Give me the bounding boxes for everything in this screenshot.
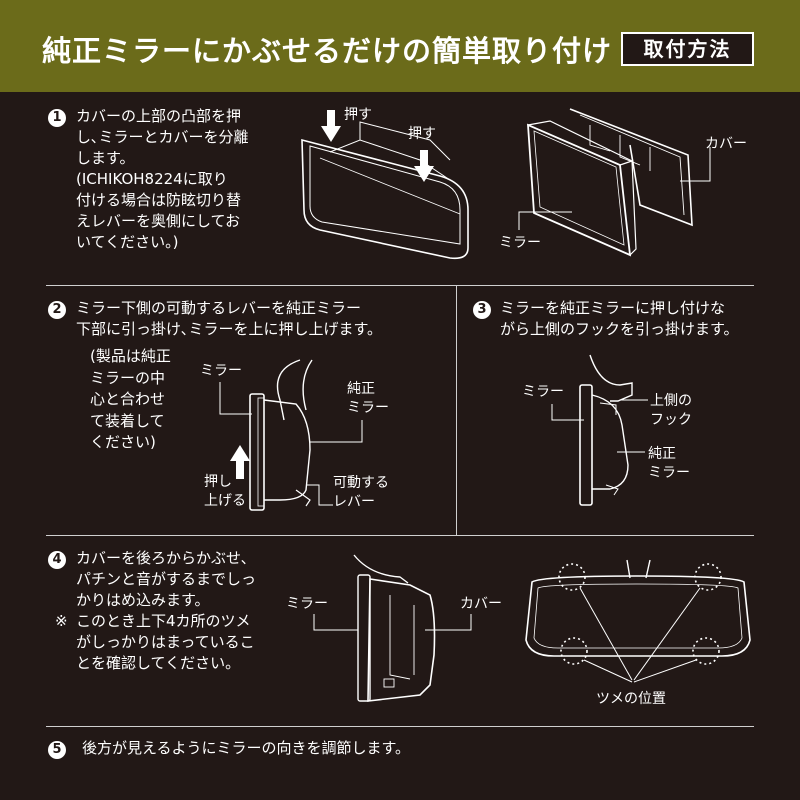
method-badge: 取付方法	[621, 32, 754, 66]
numbered-circle-icon: 3	[473, 301, 491, 319]
step-4-text: カバーを後ろからかぶせ､ パチンと音がするまでしっ かりはめ込みます。	[76, 549, 257, 609]
lever-leader-line	[307, 484, 333, 506]
divider-1	[46, 285, 754, 286]
oem-leader-line-3	[617, 451, 645, 453]
step-4-number: 4	[48, 550, 66, 571]
step-2-illustration	[249, 359, 313, 511]
mirror-label-1: ミラー	[499, 235, 541, 251]
step-4-illustration	[353, 554, 436, 702]
mirror-label-3: ミラー	[522, 384, 564, 400]
step-5-number: 5	[48, 740, 66, 761]
mirror-leader-line-3	[551, 404, 584, 421]
step-4-back-view	[525, 559, 751, 683]
push-arrow-icon	[414, 150, 434, 182]
numbered-circle-icon: 1	[48, 109, 66, 127]
step-1-note: (ICHIKOH8224に取り 付ける場合は防眩切り替 えレバーを奥側にしてお …	[76, 170, 242, 251]
oem-mirror-label-2: 純正 ミラー	[347, 381, 389, 416]
mirror-label-2: ミラー	[200, 363, 242, 379]
step-2-number: 2	[48, 300, 66, 321]
hook-label: 上側の フック	[650, 393, 692, 428]
hook-leader-line	[620, 399, 648, 401]
step-2-note: (製品は純正 ミラーの中 心と合わせ て装着して ください)	[90, 347, 171, 451]
step-1-number: 1	[48, 108, 66, 129]
numbered-circle-icon: 5	[48, 741, 66, 759]
step-4-note-mark: ※	[55, 612, 68, 630]
push-label-1: 押す	[344, 107, 372, 123]
mirror-leader-line-4	[313, 614, 358, 631]
lever-label: 可動する レバー	[333, 475, 389, 510]
step-1-separated-illustration	[527, 108, 693, 257]
step-5-text: 後方が見えるようにミラーの向きを調節します。	[82, 739, 411, 757]
step-4-note: このとき上下4カ所のツメ がしっかりはまっているこ とを確認してください。	[76, 612, 255, 672]
step-1-text: カバーの上部の凸部を押 し､ミラーとカバーを分離 します。	[76, 107, 249, 167]
page-title: 純正ミラーにかぶせるだけの簡単取り付け	[42, 34, 613, 68]
step-1-mirror-illustration	[301, 121, 469, 260]
divider-3	[46, 726, 754, 727]
push-label-2: 押す	[408, 126, 436, 142]
step-3-number: 3	[473, 300, 491, 321]
step-3-text: ミラーを純正ミラーに押し付けな がら上側のフックを引っ掛けます。	[500, 299, 739, 338]
cover-label-1: カバー	[705, 136, 747, 152]
cover-label-4: カバー	[460, 596, 502, 612]
push-arrow-icon	[321, 110, 341, 142]
step-3-illustration	[579, 354, 633, 506]
mirror-leader-line	[518, 211, 572, 230]
numbered-circle-icon: 4	[48, 551, 66, 569]
mirror-label-4: ミラー	[286, 596, 328, 612]
up-arrow-icon	[230, 445, 250, 479]
step-2-text: ミラー下側の可動するレバーを純正ミラー 下部に引っ掛け､ミラーを上に押し上げます…	[76, 299, 383, 338]
numbered-circle-icon: 2	[48, 301, 66, 319]
divider-vertical	[456, 286, 457, 536]
tabs-label: ツメの位置	[596, 691, 666, 707]
push-up-label: 押し 上げる	[204, 474, 246, 509]
divider-2	[46, 535, 754, 536]
cover-leader-line-4	[425, 614, 472, 631]
oem-mirror-label-3: 純正 ミラー	[648, 446, 690, 481]
cover-leader-line	[680, 147, 711, 182]
oem-leader-line-2	[310, 420, 363, 443]
mirror-leader-line-2	[219, 382, 252, 415]
